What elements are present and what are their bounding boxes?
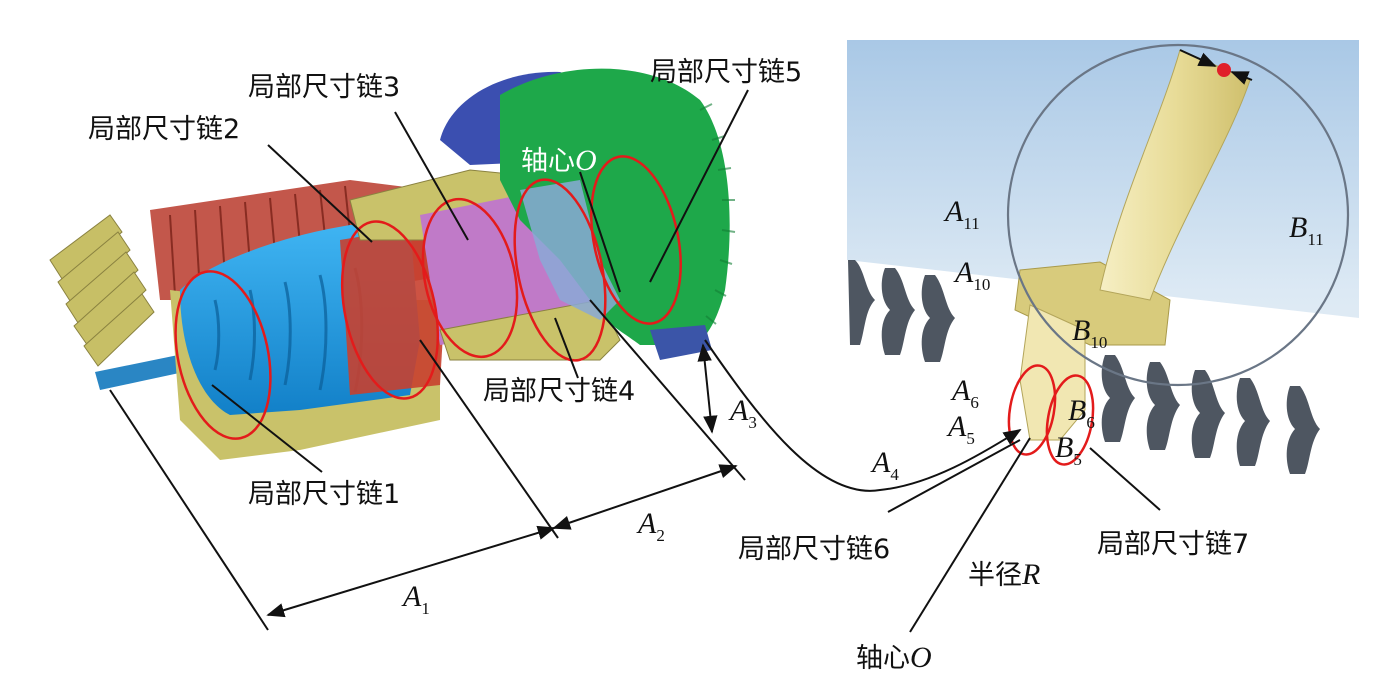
label-radius: 半径R (968, 558, 1040, 591)
leader-axis-bottom (909, 437, 1031, 633)
sym-A2: A2 (636, 507, 665, 545)
sym-A6: A6 (950, 374, 979, 412)
leader-chain7 (1089, 447, 1161, 511)
sym-A1: A1 (401, 580, 430, 618)
leader-lines (211, 89, 1161, 633)
sym-B10: B10 (1072, 314, 1107, 352)
dimension-lines (109, 49, 1253, 631)
sym-A11: A11 (943, 195, 980, 233)
chain-ellipses-left (174, 155, 682, 440)
leader-chain1 (211, 384, 323, 473)
sym-A4: A4 (870, 446, 899, 484)
leader-chain4 (554, 317, 579, 379)
ellipse-chain1 (174, 270, 272, 440)
dim-A4-curve (704, 339, 1022, 492)
blade-tip-point (1217, 63, 1231, 77)
chain-labels: 局部尺寸链1 局部尺寸链2 局部尺寸链3 局部尺寸链4 局部尺寸链5 局部尺寸链… (88, 57, 1249, 674)
sym-B6: B6 (1068, 394, 1095, 432)
label-axis-top: 轴心O (521, 144, 597, 177)
leader-chain5 (649, 89, 749, 283)
sym-B5: B5 (1055, 431, 1082, 469)
sym-B11: B11 (1289, 211, 1324, 249)
dim-A2-line (552, 464, 738, 530)
ellipse-chain5 (590, 155, 682, 325)
label-axis-bottom: 轴心O (856, 641, 932, 674)
leader-chain3 (394, 111, 469, 241)
ellipse-chain7 (1045, 374, 1095, 466)
gear-green (500, 68, 730, 346)
label-chain4: 局部尺寸链4 (483, 376, 635, 407)
label-chain2: 局部尺寸链2 (88, 114, 240, 145)
leader-chain6 (887, 439, 1021, 513)
ellipse-chain4 (513, 178, 607, 362)
leader-chain2 (267, 144, 373, 243)
blade-airfoil (1099, 49, 1251, 301)
label-chain6: 局部尺寸链6 (738, 534, 890, 565)
dim-A1-line (266, 525, 556, 618)
sym-A5: A5 (946, 410, 975, 448)
rear-fins (49, 214, 155, 367)
engine-cutaway-illustration (49, 68, 736, 460)
sym-A3: A3 (728, 394, 757, 432)
blade-detail-panel (847, 40, 1359, 498)
label-chain7: 局部尺寸链7 (1097, 529, 1249, 560)
label-chain5: 局部尺寸链5 (650, 57, 802, 88)
dim-A3-line (697, 343, 718, 434)
blade-tip-circle (1006, 43, 1350, 387)
leader-axis-top (579, 171, 621, 293)
ellipse-chain3 (421, 197, 519, 359)
label-chain3: 局部尺寸链3 (248, 72, 400, 103)
label-chain1: 局部尺寸链1 (248, 479, 400, 510)
sym-A10: A10 (953, 256, 990, 294)
dimension-symbols: A1 A2 A3 A4 A5 A6 A10 A11 B5 B6 B10 B11 (401, 195, 1324, 618)
ellipse-chain6 (1007, 364, 1057, 456)
ellipse-chain2 (340, 220, 440, 400)
